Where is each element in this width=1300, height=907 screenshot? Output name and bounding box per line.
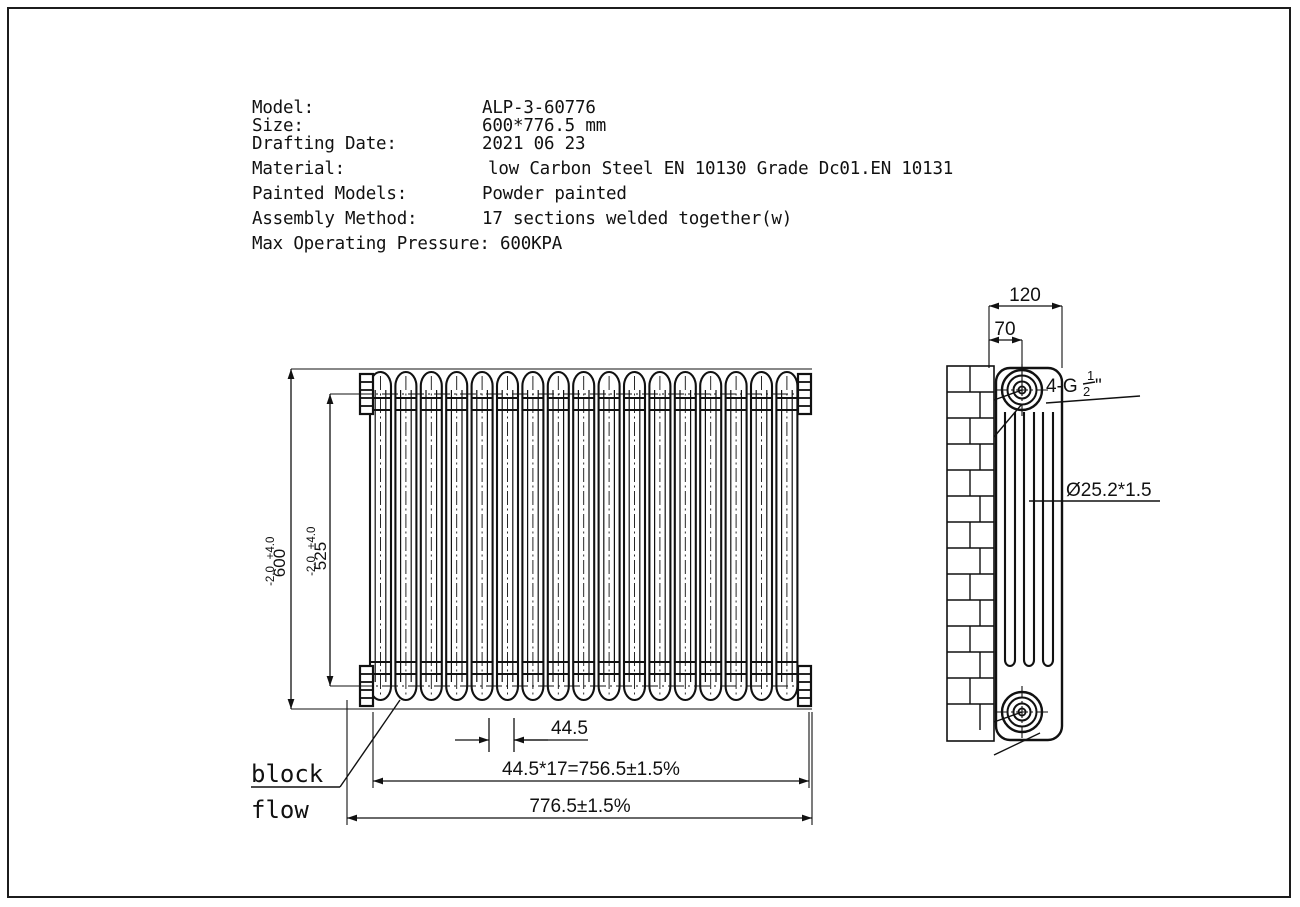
side-view: 120 70 4-G 1 2 " Ø25.2* — [946, 285, 1160, 756]
radiator-section — [470, 370, 494, 702]
callout-connection-prefix: 4-G — [1046, 376, 1078, 397]
wall-bracket-leaders — [993, 389, 1041, 756]
spec-row-material: Material: low Carbon Steel EN 10130 Grad… — [252, 159, 1012, 179]
spec-value-size: 600*776.5 mm — [482, 116, 607, 136]
dimension-overall-width-label: 776.5±1.5% — [529, 796, 630, 817]
dimension-depth-inner-label: 70 — [994, 319, 1015, 340]
callout-connection-leader — [1045, 395, 1141, 404]
end-cap-top-right — [796, 372, 813, 416]
dimension-height-center-base: 525 — [311, 542, 330, 570]
side-view-body — [994, 366, 1064, 742]
spec-label-model: Model: — [252, 98, 315, 118]
spec-label-drafting-date: Drafting Date: — [252, 134, 397, 154]
specification-table: Model: ALP-3-60776 Size: 600*776.5 mm Dr… — [252, 98, 1012, 254]
dimension-height-center: 525 +4.0 -2.0 — [306, 393, 372, 687]
spec-value-drafting-date: 2021 06 23 — [482, 134, 586, 154]
callout-connection: 4-G 1 2 " — [1045, 368, 1141, 404]
end-cap-bottom-right — [796, 664, 813, 708]
dimension-height-overall-base: 600 — [270, 549, 289, 577]
callout-block-label: block — [251, 760, 324, 788]
front-view: 600 +4.0 -2.0 525 +4.0 -2.0 44.5 — [251, 368, 813, 825]
spec-label-size: Size: — [252, 116, 304, 136]
callout-connection-fraction-bar — [1082, 381, 1096, 385]
dimension-section-total-label: 44.5*17=756.5±1.5% — [502, 759, 680, 780]
radiator-section — [749, 370, 774, 702]
spec-label-assembly-method: Assembly Method: — [252, 209, 418, 229]
radiator-section-group — [368, 370, 799, 702]
radiator-section — [673, 370, 697, 702]
radiator-section — [597, 370, 621, 702]
spec-value-model: ALP-3-60776 — [482, 98, 596, 118]
callout-connection-denominator: 2 — [1083, 384, 1090, 399]
radiator-section — [546, 370, 570, 702]
dimension-pitch-label: 44.5 — [551, 718, 588, 739]
callout-tube-spec: Ø25.2*1.5 — [1029, 480, 1160, 502]
dimension-depth-overall-label: 120 — [1009, 285, 1041, 306]
spec-value-material: low Carbon Steel EN 10130 Grade Dc01.EN … — [488, 159, 954, 179]
callout-tube-spec-label: Ø25.2*1.5 — [1066, 480, 1152, 501]
spec-label-painted-models: Painted Models: — [252, 184, 408, 204]
callout-connection-suffix: " — [1095, 376, 1102, 397]
dimension-pitch: 44.5 — [455, 718, 588, 752]
callout-flow-label: flow — [251, 796, 309, 824]
spec-row-size: Size: 600*776.5 mm — [252, 116, 1012, 136]
dimension-height-center-plus: +4.0 — [306, 527, 318, 550]
dimension-overall-width: 776.5±1.5% — [346, 700, 813, 825]
spec-row-drafting-date: Drafting Date: 2021 06 23 — [252, 134, 1012, 154]
radiator-section — [445, 370, 469, 702]
page-border-frame — [7, 7, 1291, 898]
wall-brick-hatch — [946, 365, 995, 742]
spec-label-material: Material: — [252, 159, 346, 179]
radiator-section — [394, 370, 418, 702]
spec-value-painted-models: Powder painted — [482, 184, 627, 204]
dimension-height-overall: 600 +4.0 -2.0 — [265, 368, 812, 710]
dimension-height-center-minus: -2.0 — [306, 556, 318, 576]
callout-block-flow: block flow — [251, 699, 401, 824]
radiator-section — [419, 370, 443, 702]
callout-connection-numerator: 1 — [1087, 368, 1094, 383]
spec-value-assembly-method: 17 sections welded together(w) — [482, 209, 793, 229]
spec-max-operating-pressure: Max Operating Pressure: 600KPA — [252, 234, 563, 254]
radiator-section — [572, 370, 596, 702]
dimension-section-total: 44.5*17=756.5±1.5% — [372, 712, 810, 788]
dimension-depth-inner: 70 — [988, 319, 1023, 392]
spec-row-model: Model: ALP-3-60776 — [252, 98, 1012, 118]
spec-row-assembly-method: Assembly Method: 17 sections welded toge… — [252, 209, 1012, 229]
radiator-section — [724, 370, 748, 702]
radiator-section — [521, 370, 545, 702]
radiator-section — [495, 370, 520, 702]
callout-leader-line — [339, 699, 401, 788]
radiator-section — [368, 370, 393, 702]
dimension-height-overall-plus: +4.0 — [265, 537, 277, 560]
radiator-section — [775, 370, 799, 702]
radiator-section — [622, 370, 647, 702]
spec-row-painted-models: Painted Models: Powder painted — [252, 184, 1012, 204]
radiator-section — [648, 370, 672, 702]
dimension-height-overall-minus: -2.0 — [265, 566, 277, 586]
radiator-section — [699, 370, 723, 702]
